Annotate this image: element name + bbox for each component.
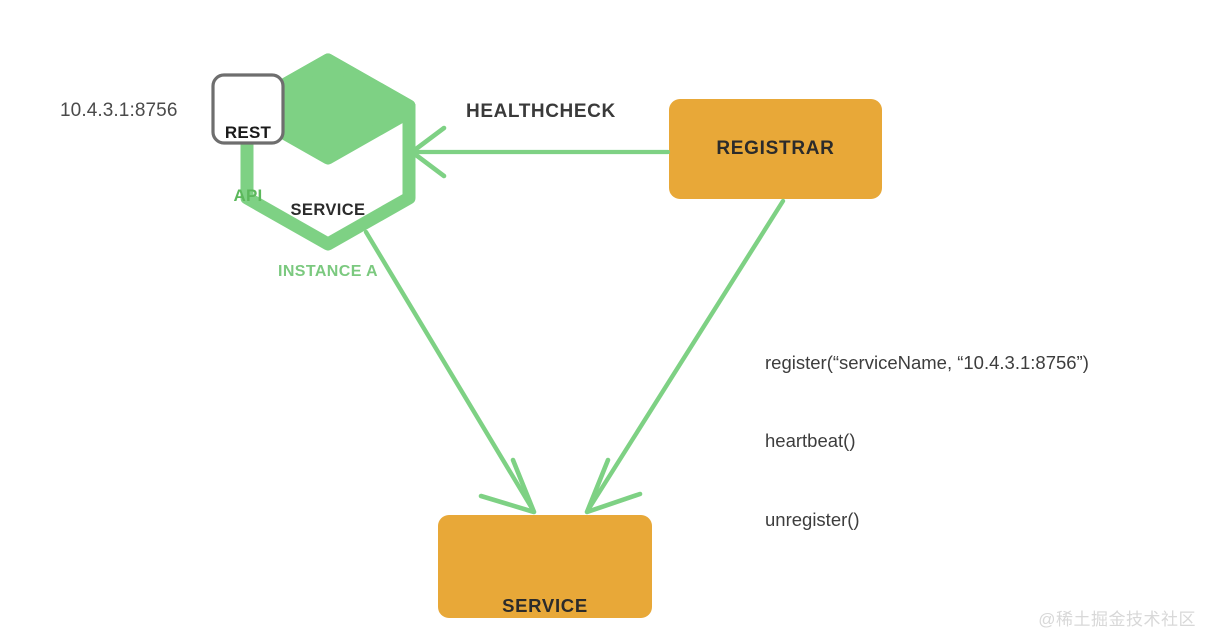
instance-to-registry-head xyxy=(478,457,537,515)
rest-api-box[interactable] xyxy=(211,73,285,145)
healthcheck-arrow-head xyxy=(409,125,447,179)
registry-calls-line3: unregister() xyxy=(765,509,860,531)
service-instance-ip-label: 10.4.3.1:8756 xyxy=(60,100,178,121)
registrar-to-registry-arrow xyxy=(584,198,786,515)
registry-calls-label: register(“serviceName, “10.4.3.1:8756”) … xyxy=(765,297,1089,586)
service-instance-label-line2: INSTANCE A xyxy=(278,263,378,281)
rest-api-label: REST API xyxy=(213,82,283,248)
registrar-to-registry-shaft xyxy=(585,198,786,513)
rest-api-label-line2: API xyxy=(233,185,263,205)
service-registry-box[interactable] xyxy=(438,515,652,618)
registrar-to-registry-head xyxy=(584,457,643,515)
healthcheck-label: HEALTHCHECK xyxy=(466,101,616,122)
service-registry-label: SERVICE REGISTRY xyxy=(438,540,652,640)
healthcheck-arrow xyxy=(409,125,671,179)
instance-to-registry-arrow xyxy=(363,229,537,515)
registrar-label: REGISTRAR xyxy=(716,138,835,159)
service-registry-box-shape xyxy=(438,515,652,618)
service-instance-label: SERVICE INSTANCE A xyxy=(243,161,413,321)
instance-to-registry-shaft xyxy=(363,229,536,513)
service-instance-label-line1: SERVICE xyxy=(290,201,366,220)
watermark: @稀土掘金技术社区 xyxy=(1038,610,1196,629)
rest-api-label-line1: REST xyxy=(224,123,272,143)
service-registry-label-line1: SERVICE xyxy=(502,594,588,616)
registry-calls-line1: register(“serviceName, “10.4.3.1:8756”) xyxy=(765,351,1089,373)
registrar-box-shape xyxy=(669,99,882,199)
rest-api-box-shape xyxy=(211,73,285,145)
registrar-box[interactable] xyxy=(669,99,882,199)
registry-calls-line2: heartbeat() xyxy=(765,430,856,452)
